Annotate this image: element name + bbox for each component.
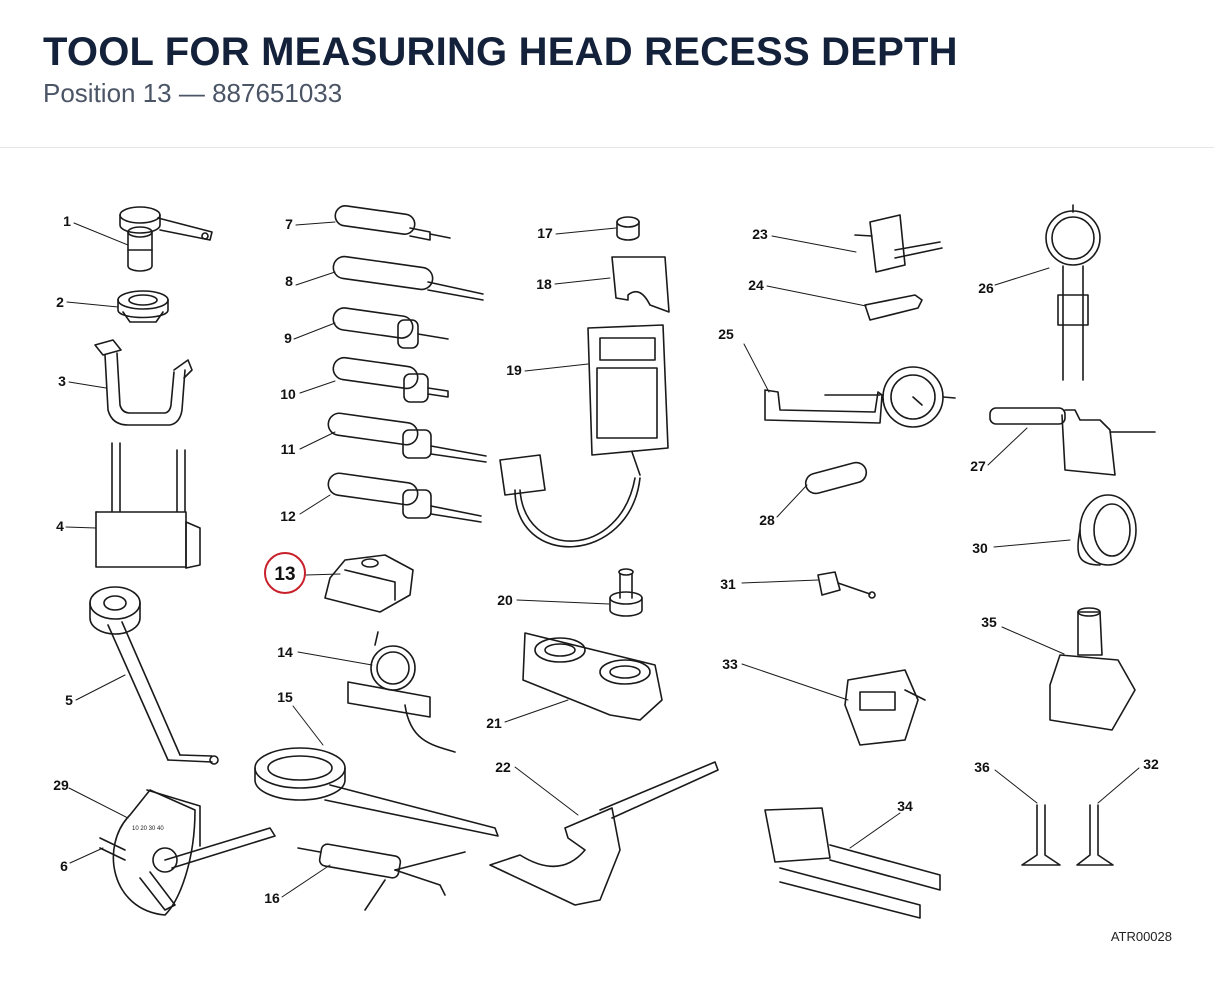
drift-set-drawing — [327, 205, 487, 523]
valves-drawing — [1021, 804, 1114, 866]
page-subtitle: Position 13 — 887651033 — [43, 78, 343, 108]
label-31: 31 — [720, 576, 736, 592]
label-8: 8 — [285, 273, 293, 289]
svg-text:10 20 30 40: 10 20 30 40 — [132, 826, 164, 832]
label-32: 32 — [1143, 756, 1159, 772]
label-24: 24 — [748, 277, 764, 293]
label-28: 28 — [759, 512, 775, 528]
tool-35-drawing — [1049, 607, 1136, 731]
tool-4-drawing — [95, 442, 201, 569]
tool-19-drawing — [499, 324, 669, 548]
label-23: 23 — [752, 226, 768, 242]
label-26: 26 — [978, 280, 994, 296]
tool-15-drawing — [254, 747, 499, 837]
label-30: 30 — [972, 540, 988, 556]
tool-20-drawing — [609, 568, 643, 617]
tool-22-drawing — [489, 761, 719, 906]
label-20: 20 — [497, 592, 513, 608]
highlight-ring — [264, 552, 306, 594]
tool-16-drawing — [297, 843, 466, 911]
label-21: 21 — [486, 715, 502, 731]
tool-25-drawing — [764, 366, 956, 428]
tool-14-drawing — [347, 631, 456, 753]
part-labels: 1 2 3 4 5 6 7 8 9 10 11 12 13 14 15 16 1… — [53, 213, 1159, 906]
label-2: 2 — [56, 294, 64, 310]
label-18: 18 — [536, 276, 552, 292]
label-4: 4 — [56, 518, 64, 534]
tool-31-drawing — [817, 571, 876, 599]
tool-26-drawing — [1045, 204, 1101, 381]
tool-13-drawing — [324, 554, 414, 613]
page-header: TOOL FOR MEASURING HEAD RECESS DEPTH Pos… — [0, 0, 1214, 148]
label-29: 29 — [53, 777, 69, 793]
label-10: 10 — [280, 386, 296, 402]
label-27: 27 — [970, 458, 986, 474]
tool-17-18-drawing — [611, 216, 670, 313]
label-14: 14 — [277, 644, 293, 660]
label-15: 15 — [277, 689, 293, 705]
tool-3-drawing — [94, 339, 193, 426]
label-11: 11 — [281, 441, 296, 457]
label-16: 16 — [264, 890, 280, 906]
tool-21-drawing — [522, 632, 663, 721]
tool-28-drawing — [804, 461, 868, 495]
label-13: 13 — [274, 564, 295, 585]
leader-lines — [65, 221, 1140, 898]
tool-23-24-drawing — [854, 214, 943, 321]
tool-33-drawing — [844, 669, 926, 746]
tool-27-drawing — [989, 407, 1156, 476]
label-22: 22 — [495, 759, 511, 775]
drawing-code: ATR00028 — [1110, 929, 1172, 944]
label-9: 9 — [284, 330, 292, 346]
label-34: 34 — [897, 798, 913, 814]
tool-2-drawing — [117, 290, 169, 323]
page-title: TOOL FOR MEASURING HEAD RECESS DEPTH — [43, 30, 958, 74]
label-12: 12 — [280, 508, 296, 524]
label-1: 1 — [63, 213, 71, 229]
label-25: 25 — [718, 326, 734, 342]
tool-1-drawing — [119, 206, 213, 272]
label-33: 33 — [722, 656, 738, 672]
label-17: 17 — [537, 225, 553, 241]
tool-34-drawing — [764, 807, 941, 919]
label-36: 36 — [974, 759, 990, 775]
label-35: 35 — [981, 614, 997, 630]
tool-6-29-drawing: 10 20 30 40 — [99, 789, 276, 916]
label-5: 5 — [65, 692, 73, 708]
label-3: 3 — [58, 373, 66, 389]
tool-30-drawing — [1077, 494, 1137, 566]
label-19: 19 — [506, 362, 522, 378]
label-6: 6 — [60, 858, 68, 874]
tool-5-drawing — [89, 586, 219, 765]
label-7: 7 — [285, 216, 293, 232]
